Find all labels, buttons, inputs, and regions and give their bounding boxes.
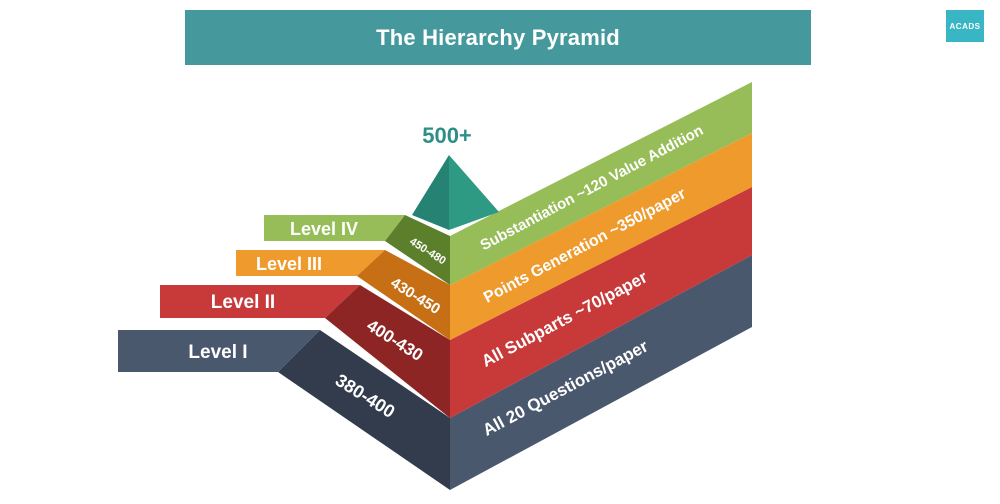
level-3-left-tab <box>236 250 385 276</box>
level-3-label: Level III <box>256 254 322 274</box>
level-3-inner-face <box>357 250 450 340</box>
peak-pyramid: 500+ <box>412 123 499 230</box>
level-2-right-band <box>450 187 752 418</box>
level-3-right-band <box>450 133 752 340</box>
level-1-inner-face <box>278 330 450 490</box>
logo-text: ACADS <box>949 21 981 31</box>
title-banner: The Hierarchy Pyramid <box>185 10 811 65</box>
level-2-band: Level II 400-430 All Subparts ~70/paper <box>160 187 752 418</box>
level-1-band: Level I 380-400 All 20 Questions/paper <box>118 255 752 490</box>
peak-right-face <box>449 155 499 230</box>
level-4-inner-face <box>385 215 450 285</box>
level-1-label: Level I <box>188 342 247 363</box>
level-2-inner-face <box>325 285 450 418</box>
level-2-label: Level II <box>211 292 275 313</box>
level-2-left-tab <box>160 285 360 318</box>
peak-left-face <box>412 155 449 230</box>
level-4-right-band <box>450 82 752 285</box>
level-1-left-tab <box>118 330 320 372</box>
level-4-left-tab <box>264 215 405 241</box>
peak-label: 500+ <box>422 123 472 148</box>
acads-logo: ACADS <box>946 10 984 42</box>
level-1-right-band <box>450 255 752 490</box>
level-4-label: Level IV <box>290 219 358 239</box>
diagram-title: The Hierarchy Pyramid <box>376 24 620 50</box>
